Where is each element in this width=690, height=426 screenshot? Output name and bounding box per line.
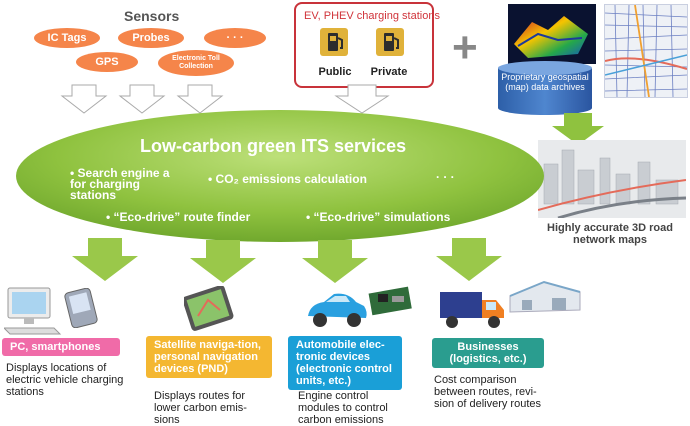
ev-charging-box: EV, PHEV charging stations Public Privat… (294, 2, 440, 88)
bullet-search-engine: • Search engine a for charging stations (70, 166, 170, 202)
desc-pc-smartphones: Displays locations of electric vehicle c… (6, 362, 124, 398)
pnd-icon (182, 285, 238, 332)
sensor-gps: GPS (76, 52, 138, 72)
category-automobile-electronics: Automobile elec-tronic devices (electron… (288, 336, 402, 390)
data-archives-label: Proprietary geospatial (map) data archiv… (501, 72, 589, 92)
arrow-green-1 (72, 238, 138, 281)
bullet-simulations-text: “Eco-drive” simulations (313, 210, 451, 224)
bullet-route-finder-text: “Eco-drive” route finder (113, 210, 251, 224)
3d-maps-label: Highly accurate 3D road network maps (547, 222, 673, 246)
bullet-co2-text: CO₂ emissions calculation (215, 172, 367, 186)
green-its-services-ellipse (14, 108, 546, 244)
terrain-map-image (508, 4, 596, 64)
private-label: Private (370, 66, 408, 78)
pc-icon (2, 286, 68, 336)
desc-automobile-electronics: Engine control modules to control carbon… (298, 390, 388, 426)
main-ellipsis: · · · (436, 170, 455, 184)
public-pump-icon (320, 28, 348, 56)
category-satellite-navigation: Satellite naviga-tion, personal navigati… (146, 336, 272, 378)
category-businesses: Businesses (logistics, etc.) (432, 338, 544, 368)
3d-city-map-image (537, 140, 687, 220)
arrow-green-2 (190, 240, 256, 283)
bullet-simulations: • “Eco-drive” simulations (306, 210, 451, 224)
arrow-ev (334, 84, 390, 114)
arrow-green-3 (302, 240, 368, 283)
main-title: Low-carbon green ITS services (140, 136, 407, 156)
private-pump-icon (376, 28, 404, 56)
public-label: Public (318, 66, 352, 78)
arrow-sensors-1 (60, 84, 108, 114)
street-map-image (604, 4, 688, 98)
sensor-more: · · · (204, 28, 266, 48)
circuit-board-icon (368, 284, 414, 316)
desc-satellite-navigation: Displays routes for lower carbon emis-si… (154, 390, 247, 426)
car-icon (304, 290, 370, 330)
bullet-co2: • CO₂ emissions calculation (208, 172, 367, 186)
sensor-etc: Electronic Toll Collection (158, 50, 234, 76)
sensor-ic-tags: IC Tags (34, 28, 100, 48)
bullet-search-engine-text: Search engine a for charging stations (70, 166, 170, 202)
arrow-sensors-3 (176, 84, 224, 114)
desc-businesses: Cost comparison between routes, revi-sio… (434, 374, 541, 410)
category-pc-smartphones: PC, smartphones (2, 338, 120, 356)
arrow-archives (552, 113, 604, 145)
sensors-title: Sensors (124, 8, 180, 24)
arrow-sensors-2 (118, 84, 166, 114)
arrow-green-4 (436, 238, 502, 281)
bullet-route-finder: • “Eco-drive” route finder (106, 210, 251, 224)
ev-title: EV, PHEV charging stations (304, 10, 440, 22)
plus-sign: + (452, 23, 478, 72)
smartphone-icon (64, 287, 98, 329)
warehouse-icon (508, 276, 582, 316)
truck-icon (438, 286, 508, 330)
sensor-probes: Probes (118, 28, 184, 48)
data-archives-database (496, 60, 594, 116)
